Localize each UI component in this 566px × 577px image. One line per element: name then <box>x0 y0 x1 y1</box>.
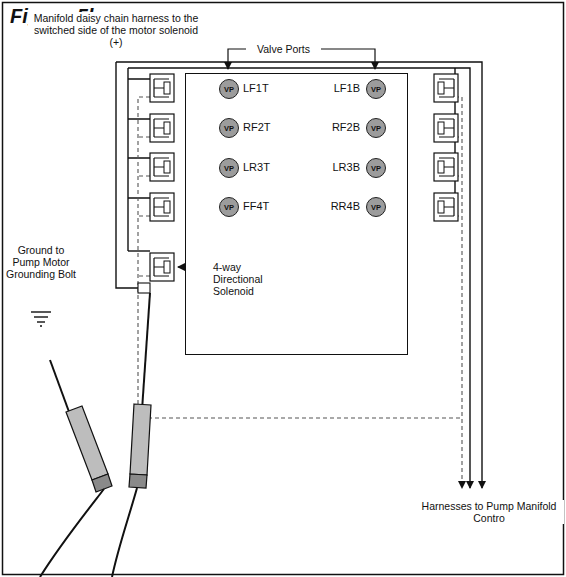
port-tag: VP <box>371 203 381 212</box>
harness-destination: Harnesses to Pump Manifold Contro <box>414 500 564 524</box>
port-tag: VP <box>224 85 234 94</box>
port-name: RF2T <box>243 121 271 133</box>
valve-port-circle: VP <box>219 197 239 217</box>
valve-port-circle: VP <box>366 158 386 178</box>
port-tag: VP <box>224 164 234 173</box>
valve-port-circle: VP <box>219 118 239 138</box>
port-name: LF1T <box>243 82 269 94</box>
valve-ports-label: Valve Ports <box>246 43 321 55</box>
port-tag: VP <box>224 124 234 133</box>
port-tag: VP <box>371 164 381 173</box>
valve-port-circle: VP <box>366 118 386 138</box>
port-name: RR4B <box>331 200 360 212</box>
ground-note: Ground to Pump Motor Grounding Bolt <box>4 244 78 280</box>
port-name: RF2B <box>332 121 360 133</box>
port-name: LR3B <box>332 161 360 173</box>
port-name: FF4T <box>243 200 269 212</box>
valve-manifold: LF1T LF1B RF2T RF2B LR3T LR3B FF4T RR4B VP VP VP VP… <box>185 73 408 355</box>
valve-port-circle: VP <box>219 158 239 178</box>
port-name: LR3T <box>243 161 270 173</box>
port-tag: VP <box>371 124 381 133</box>
port-tag: VP <box>371 85 381 94</box>
port-name: LF1B <box>334 82 360 94</box>
valve-port-circle: VP <box>366 79 386 99</box>
solenoid-callout: 4-way Directional Solenoid <box>213 261 293 297</box>
harness-note: Manifold daisy chain harness to the swit… <box>28 12 204 48</box>
port-tag: VP <box>224 203 234 212</box>
valve-port-circle: VP <box>366 197 386 217</box>
valve-port-circle: VP <box>219 79 239 99</box>
